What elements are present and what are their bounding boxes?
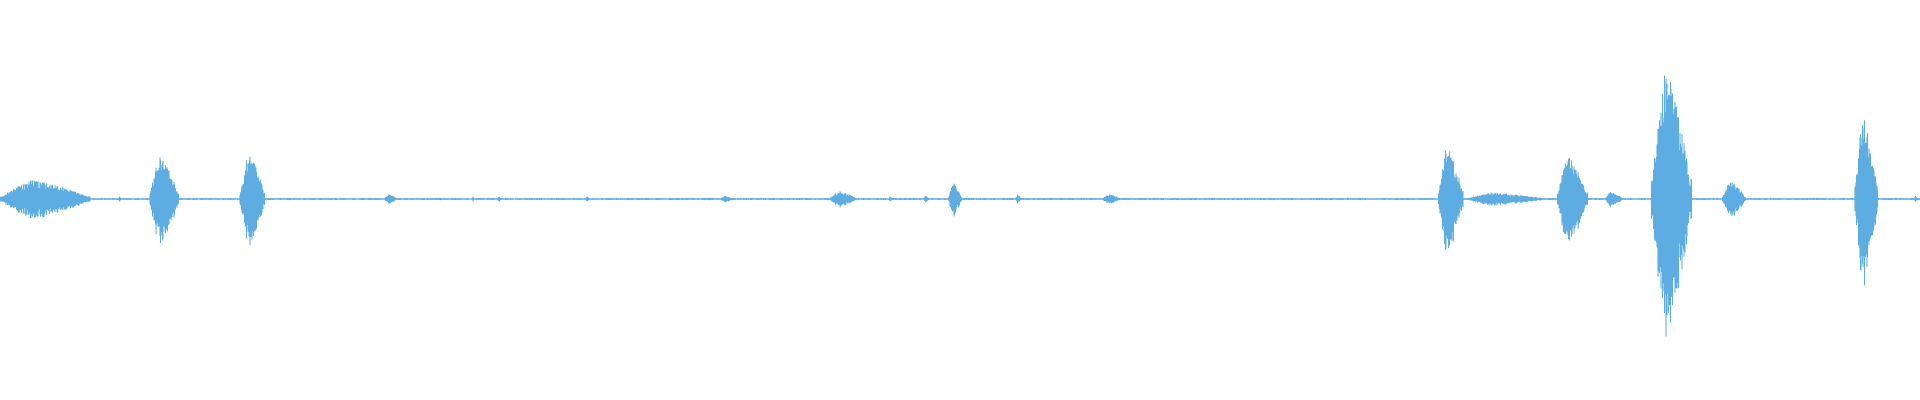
waveform-amplitude <box>0 75 1920 337</box>
